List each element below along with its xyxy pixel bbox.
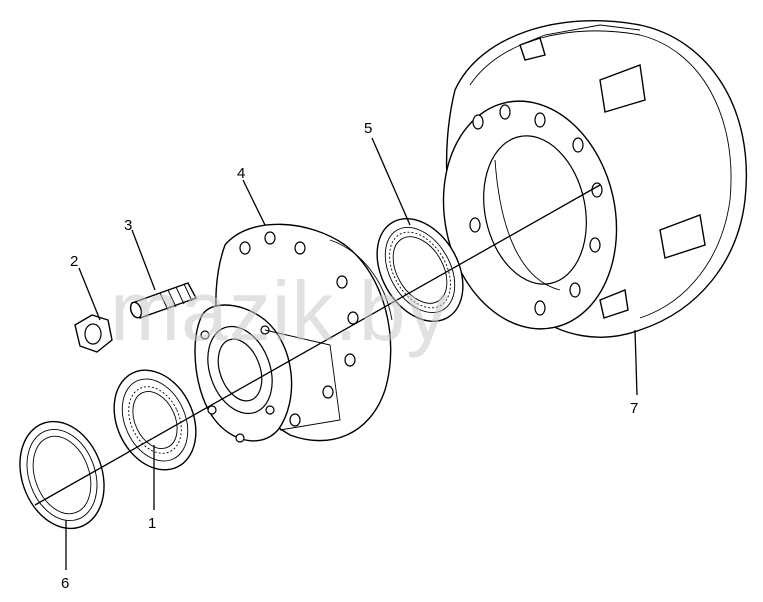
callout-4: 4 [237,165,245,182]
wheel-stud [129,282,197,319]
wheel-nut [74,314,113,353]
callout-1: 1 [148,515,156,532]
oil-seal [19,420,105,530]
brake-drum [442,20,747,338]
outer-bearing [376,218,464,322]
callout-5: 5 [364,120,372,137]
callout-2: 2 [70,253,78,270]
callout-3: 3 [124,217,132,234]
callout-7: 7 [630,400,638,417]
assembly-axis-line [34,184,601,506]
leader-lines [65,137,638,570]
watermark: mazik.by [110,264,449,358]
inner-bearing [113,369,197,471]
callout-6: 6 [61,575,69,592]
wheel-hub [194,223,393,443]
